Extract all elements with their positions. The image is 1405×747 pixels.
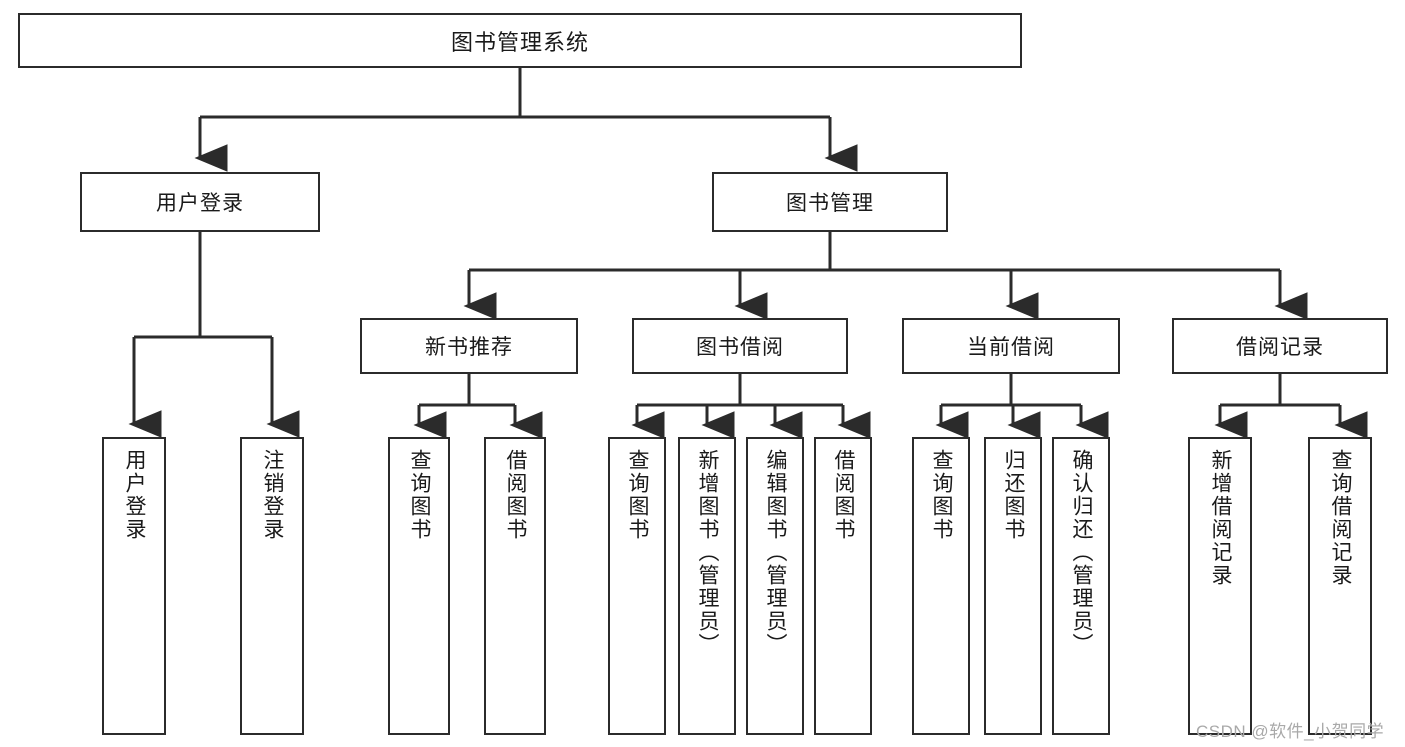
node-label: 编辑图书（管理员） xyxy=(764,449,788,656)
node-label: 查询图书 xyxy=(626,449,650,541)
leaf-add-book-admin[interactable]: 新增图书（管理员） xyxy=(678,437,736,735)
leaf-query-books-current[interactable]: 查询图书 xyxy=(912,437,970,735)
node-label: 图书管理 xyxy=(786,192,874,215)
node-book-management[interactable]: 图书管理 xyxy=(712,172,948,232)
leaf-borrow-books[interactable]: 借阅图书 xyxy=(814,437,872,735)
node-label: 归还图书 xyxy=(1002,449,1026,541)
node-label: 查询借阅记录 xyxy=(1329,449,1353,587)
node-current-borrowing[interactable]: 当前借阅 xyxy=(902,318,1120,374)
leaf-logout[interactable]: 注销登录 xyxy=(240,437,304,735)
leaf-edit-book-admin[interactable]: 编辑图书（管理员） xyxy=(746,437,804,735)
node-label: 注销登录 xyxy=(261,449,285,541)
node-label: 查询图书 xyxy=(930,449,954,541)
node-label: 借阅图书 xyxy=(504,449,528,541)
node-label: 图书借阅 xyxy=(696,336,784,359)
leaf-query-borrow-record[interactable]: 查询借阅记录 xyxy=(1308,437,1372,735)
node-label: 借阅图书 xyxy=(832,449,856,541)
node-root-system[interactable]: 图书管理系统 xyxy=(18,13,1022,68)
node-label: 当前借阅 xyxy=(967,336,1055,359)
node-label: 新增借阅记录 xyxy=(1209,449,1233,587)
leaf-query-books-borrow[interactable]: 查询图书 xyxy=(608,437,666,735)
leaf-return-books[interactable]: 归还图书 xyxy=(984,437,1042,735)
node-book-borrowing[interactable]: 图书借阅 xyxy=(632,318,848,374)
leaf-add-borrow-record[interactable]: 新增借阅记录 xyxy=(1188,437,1252,735)
node-label: 新书推荐 xyxy=(425,336,513,359)
node-label: 新增图书（管理员） xyxy=(696,449,720,656)
node-label: 用户登录 xyxy=(123,449,147,541)
node-borrowing-records[interactable]: 借阅记录 xyxy=(1172,318,1388,374)
leaf-confirm-return-admin[interactable]: 确认归还（管理员） xyxy=(1052,437,1110,735)
leaf-query-books-recommend[interactable]: 查询图书 xyxy=(388,437,450,735)
csdn-watermark: CSDN @软件_小贺同学 xyxy=(1196,722,1385,741)
node-label: 借阅记录 xyxy=(1236,336,1324,359)
node-label: 图书管理系统 xyxy=(450,29,589,55)
node-label: 确认归还（管理员） xyxy=(1070,449,1094,656)
node-label: 查询图书 xyxy=(408,449,432,541)
leaf-user-login[interactable]: 用户登录 xyxy=(102,437,166,735)
leaf-borrow-books-recommend[interactable]: 借阅图书 xyxy=(484,437,546,735)
node-label: 用户登录 xyxy=(156,192,244,215)
node-user-login[interactable]: 用户登录 xyxy=(80,172,320,232)
node-new-book-recommendation[interactable]: 新书推荐 xyxy=(360,318,578,374)
